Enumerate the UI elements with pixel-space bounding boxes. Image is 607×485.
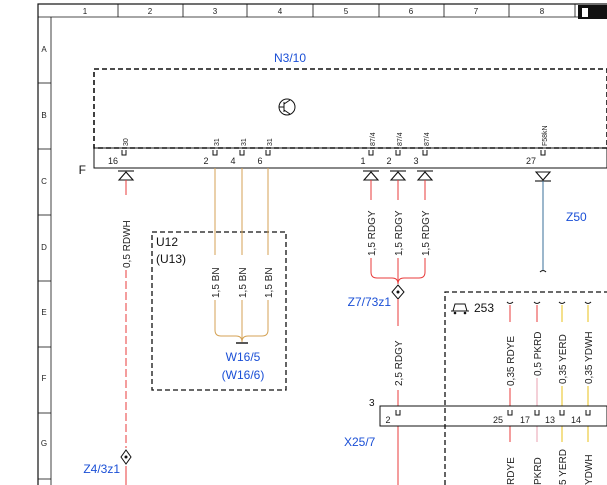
pin-2b-number: 2 xyxy=(386,156,391,166)
wire-label-yerd: 0,35 YERD xyxy=(558,334,569,384)
wire-label-rdgy-3: 1,5 RDGY xyxy=(421,210,432,256)
wire-bn-group: 1,5 BN 1,5 BN 1,5 BN xyxy=(211,168,275,344)
pin-27-function: F58kN xyxy=(542,125,549,146)
wire-label-pkrd: 0,5 PKRD xyxy=(533,332,544,376)
grid-col-7: 7 xyxy=(474,7,479,16)
pin-4-function: 31 xyxy=(241,138,248,146)
wire-label-rdgy-2: 1,5 RDGY xyxy=(394,210,405,256)
pin-16-number: 16 xyxy=(108,156,118,166)
component-box-n3-10 xyxy=(93,68,607,149)
wire-label-ydwh: 0,35 YDWH xyxy=(584,331,595,384)
x25-pin-2-number: 2 xyxy=(385,415,390,425)
component-ref-n3-10: N3/10 xyxy=(274,51,306,65)
grid-row-g: G xyxy=(41,439,47,448)
wire-label-bn-1: 1,5 BN xyxy=(211,267,222,298)
connector-bar-x25-7 xyxy=(379,405,607,427)
wire-label-rdwh: 0,5 RDWH xyxy=(122,220,133,268)
connector-ref-x25-7: X25/7 xyxy=(344,435,376,449)
pin-6-number: 6 xyxy=(257,156,262,166)
connector-bar-f xyxy=(93,147,607,169)
pin-2-number: 2 xyxy=(203,156,208,166)
wire-label-bn-3: 1,5 BN xyxy=(264,267,275,298)
pin-4-number: 4 xyxy=(230,156,235,166)
grid-col-6: 6 xyxy=(409,7,414,16)
grid-col-8: 8 xyxy=(540,7,545,16)
pin-2-function: 31 xyxy=(214,138,221,146)
pin-16-function: 30 xyxy=(123,138,130,146)
grid-col-3: 3 xyxy=(213,7,218,16)
component-ref-u13: (U13) xyxy=(156,252,186,266)
pin-3-function: 87/4 xyxy=(424,132,431,146)
car-icon xyxy=(451,303,469,315)
component-ref-z50: Z50 xyxy=(566,210,587,224)
wire-label-pkrd-bottom: PKRD xyxy=(533,457,544,485)
component-box-u12 xyxy=(151,231,287,391)
pin-2b-function: 87/4 xyxy=(397,132,404,146)
x25-terminals xyxy=(395,410,591,416)
connector-x25-side-num: 3 xyxy=(369,398,375,409)
wire-label-yerd-bottom: 5 YERD xyxy=(558,449,569,485)
grid-row-a: A xyxy=(41,45,47,54)
x25-pin-25-number: 25 xyxy=(493,415,503,425)
diagram-frame xyxy=(37,3,607,485)
component-ref-u12: U12 xyxy=(156,235,178,249)
pin-6-function: 31 xyxy=(267,138,274,146)
wire-253-group: 0,35 RDYE 0,5 PKRD 0,35 YERD 0,35 YDWH R… xyxy=(506,301,595,485)
wire-label-rdye-bottom: RDYE xyxy=(506,457,517,485)
x25-pin-13-number: 13 xyxy=(545,415,555,425)
pin-3-number: 3 xyxy=(413,156,418,166)
connector-arrows xyxy=(117,170,552,182)
connector-label-f: F xyxy=(79,163,86,177)
x25-pin-14-number: 14 xyxy=(571,415,581,425)
wire-label-ydwh-bottom: YDWH xyxy=(584,454,595,485)
wire-label-rdye: 0,35 RDYE xyxy=(506,336,517,386)
grid-column-labels: 1 2 3 4 5 6 7 8 xyxy=(83,7,545,16)
pin-27-number: 27 xyxy=(526,156,536,166)
harness-ref-w16-5: W16/5 xyxy=(226,350,261,364)
harness-ref-w16-6: (W16/6) xyxy=(222,368,265,382)
pin-group: 30 31 31 31 87/4 87/4 87/4 F58kN 16 2 4 … xyxy=(108,125,549,166)
wire-label-rdgy-1: 1,5 RDGY xyxy=(367,210,378,256)
component-ref-253: 253 xyxy=(474,301,494,315)
wire-label-rdgy-main: 2,5 RDGY xyxy=(394,340,405,386)
component-box-253 xyxy=(444,291,607,485)
grid-row-f: F xyxy=(42,374,47,383)
wire-z50 xyxy=(539,181,547,273)
corner-marker-inner xyxy=(582,8,588,17)
grid-row-e: E xyxy=(41,308,46,317)
transistor-icon xyxy=(278,98,296,116)
x25-pin-17-number: 17 xyxy=(520,415,530,425)
pin-1-number: 1 xyxy=(360,156,365,166)
wire-label-bn-2: 1,5 BN xyxy=(238,267,249,298)
wire-rdgy-group: 1,5 RDGY 1,5 RDGY 1,5 RDGY 2,5 RDGY xyxy=(367,180,432,485)
wire-rdwh: 0,5 RDWH xyxy=(120,180,133,485)
grid-row-labels: A B C D E F G xyxy=(41,45,47,448)
grid-col-4: 4 xyxy=(278,7,283,16)
grid-col-1: 1 xyxy=(83,7,88,16)
grid-row-d: D xyxy=(41,243,47,252)
splice-ref-z4: Z4/3z1 xyxy=(83,462,120,476)
grid-row-b: B xyxy=(41,111,46,120)
splice-ref-z7: Z7/73z1 xyxy=(348,295,392,309)
grid-col-5: 5 xyxy=(344,7,349,16)
grid-row-c: C xyxy=(41,177,47,186)
grid-col-2: 2 xyxy=(148,7,153,16)
pin-1-function: 87/4 xyxy=(370,132,377,146)
